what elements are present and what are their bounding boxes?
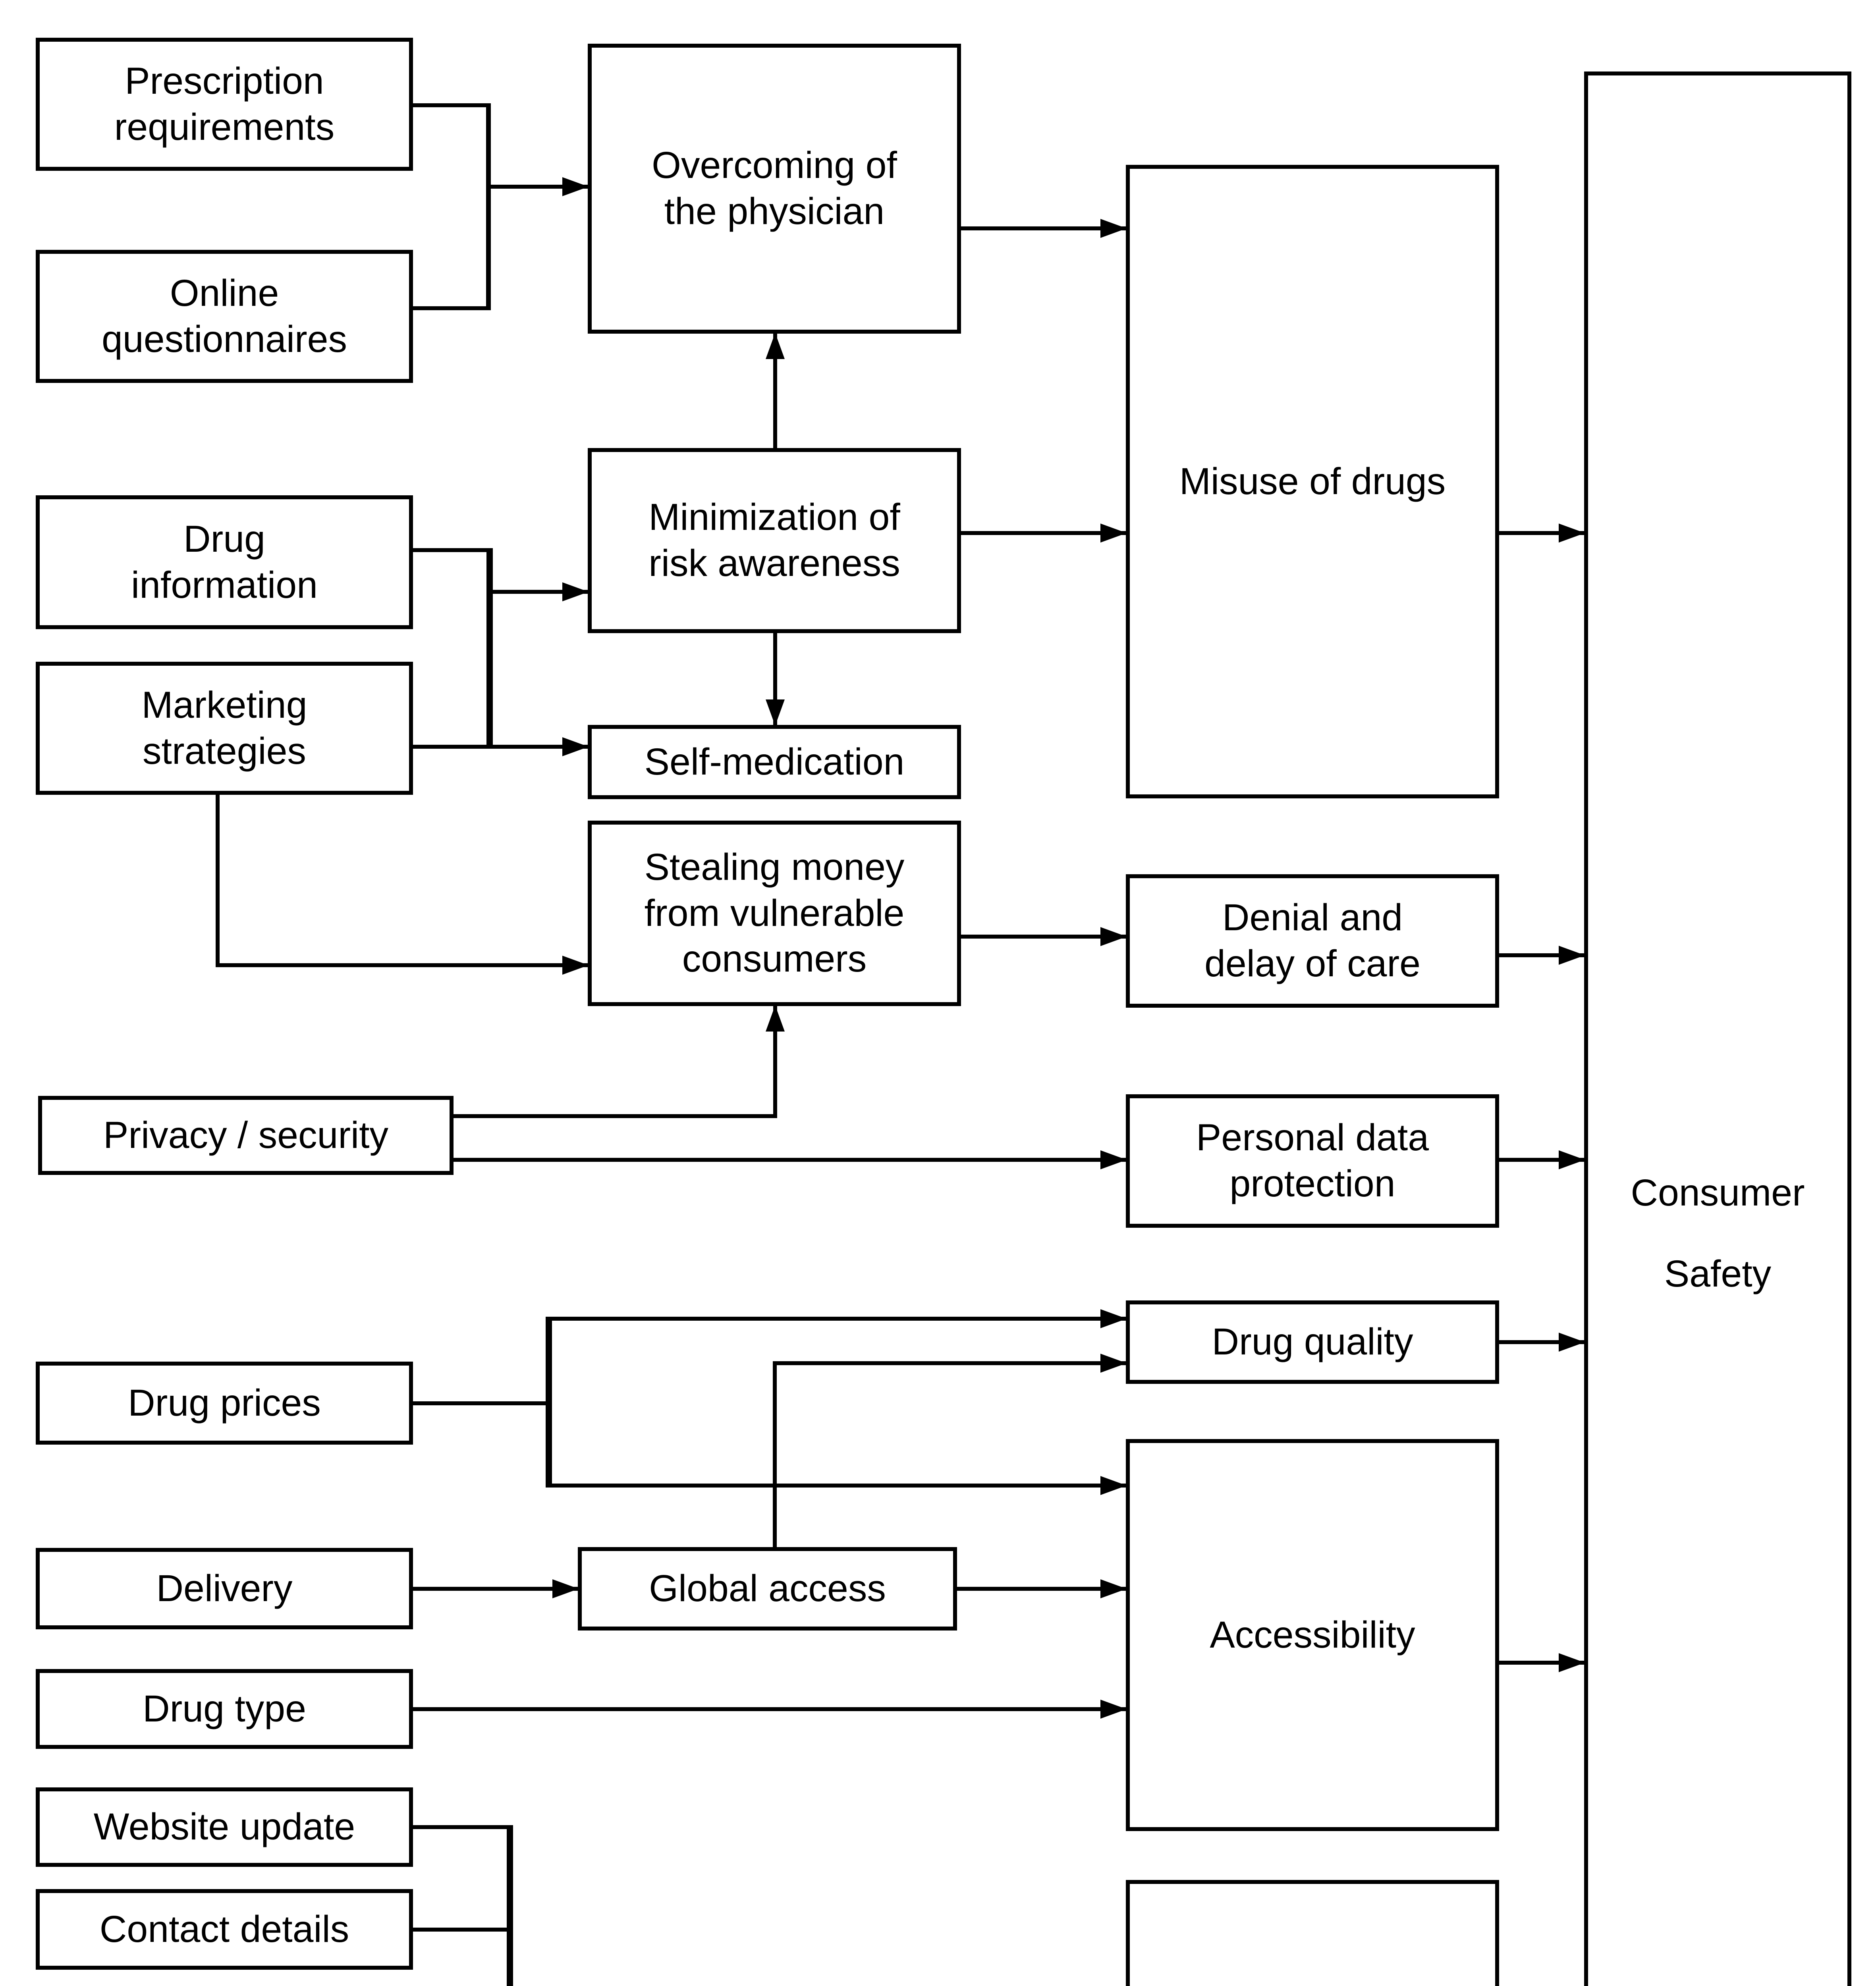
- node-marketing-strategies: Marketing strategies: [36, 662, 413, 795]
- node-prescription-requirements: Prescription requirements: [36, 38, 413, 171]
- arrow-privacy-to-stealing: [454, 1005, 785, 1118]
- node-website-update: Website update: [36, 1787, 413, 1867]
- node-minimization-of-risk-awareness: Minimization of risk awareness: [588, 448, 961, 633]
- node-consumer-safety: Consumer Safety: [1584, 71, 1851, 1986]
- node-global-access: Global access: [578, 1547, 957, 1631]
- node-drug-prices: Drug prices: [36, 1362, 413, 1445]
- node-privacy-security: Privacy / security: [38, 1096, 454, 1175]
- node-denial-and-delay-of-care: Denial and delay of care: [1126, 874, 1499, 1008]
- arrow-globalaccess-to-drugquality: [773, 1354, 1127, 1547]
- node-drug-type: Drug type: [36, 1669, 413, 1749]
- node-accessibility: Accessibility: [1126, 1439, 1499, 1831]
- node-contact-details: Contact details: [36, 1889, 413, 1970]
- node-online-questionnaires: Online questionnaires: [36, 250, 413, 383]
- node-self-medication: Self-medication: [588, 725, 961, 799]
- node-drug-information: Drug information: [36, 495, 413, 629]
- node-misuse-of-drugs: Misuse of drugs: [1126, 165, 1499, 798]
- node-overcoming-of-the-physician: Overcoming of the physician: [588, 44, 961, 334]
- node-stealing-money: Stealing money from vulnerable consumers: [588, 821, 961, 1006]
- node-delivery: Delivery: [36, 1548, 413, 1629]
- node-personal-data-protection: Personal data protection: [1126, 1094, 1499, 1228]
- arrow-marketing-to-stealing: [216, 795, 589, 975]
- node-transparency: Transparency: [1126, 1880, 1499, 1986]
- node-drug-quality: Drug quality: [1126, 1300, 1499, 1384]
